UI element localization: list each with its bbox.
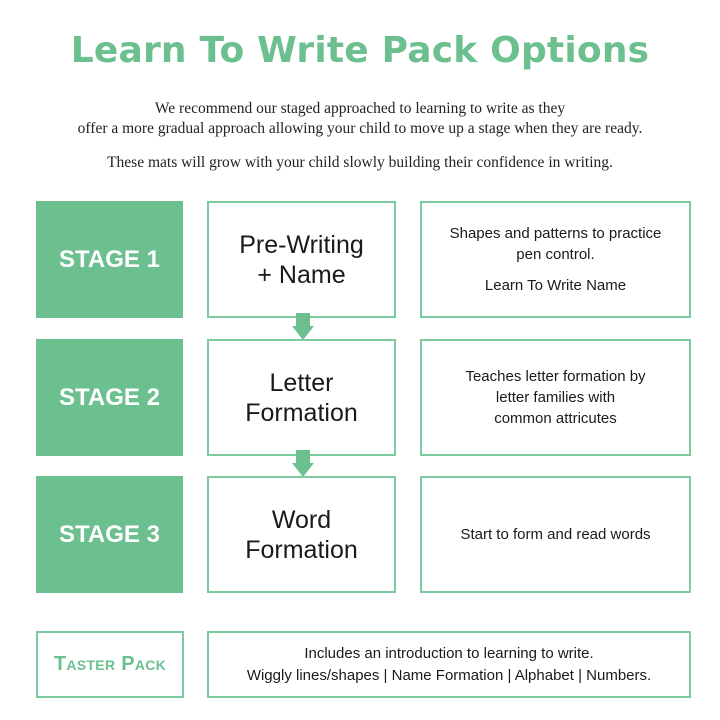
taster-pack-label: Taster Pack xyxy=(36,631,184,698)
stage-2-desc-line-3: common attricutes xyxy=(494,410,617,427)
stage-3-name: Word Formation xyxy=(207,476,396,593)
stage-2-description: Teaches letter formation by letter famil… xyxy=(420,339,691,456)
stage-1-desc-line-3: Learn To Write Name xyxy=(484,277,627,294)
down-arrow-icon xyxy=(292,313,314,341)
stage-1-desc-line-1: Shapes and patterns to practice xyxy=(449,225,662,242)
stage-3-name-line-1: Word xyxy=(271,505,332,534)
stage-2-label: STAGE 2 xyxy=(36,339,183,456)
stage-1-name-line-2: + Name xyxy=(257,260,346,289)
stage-2-desc-line-1: Teaches letter formation by xyxy=(465,368,646,385)
stage-1-name-line-1: Pre-Writing xyxy=(239,230,364,259)
stage-2-name-line-1: Letter xyxy=(269,368,334,397)
intro-line-2: offer a more gradual approach allowing y… xyxy=(77,120,643,137)
stage-1-name: Pre-Writing + Name xyxy=(207,201,396,318)
intro-text: We recommend our staged approached to le… xyxy=(20,99,700,139)
stage-1-label: STAGE 1 xyxy=(36,201,183,318)
stage-3-desc-line-1: Start to form and read words xyxy=(460,526,651,543)
taster-desc-line-2: Wiggly lines/shapes | Name Formation | A… xyxy=(246,666,652,684)
down-arrow-icon xyxy=(292,450,314,478)
stage-1-desc-line-2: pen control. xyxy=(516,246,595,263)
taster-pack-description: Includes an introduction to learning to … xyxy=(207,631,691,698)
stage-2-desc-line-2: letter families with xyxy=(495,389,616,406)
page-title: Learn To Write Pack Options xyxy=(70,30,650,71)
intro-line-1: We recommend our staged approached to le… xyxy=(154,100,566,117)
intro-line-3: These mats will grow with your child slo… xyxy=(107,154,613,171)
stage-1-description: Shapes and patterns to practice pen cont… xyxy=(420,201,691,318)
stage-2-name-line-2: Formation xyxy=(245,398,358,427)
stage-3-name-line-2: Formation xyxy=(245,535,358,564)
stage-2-name: Letter Formation xyxy=(207,339,396,456)
stage-3-label: STAGE 3 xyxy=(36,476,183,593)
stage-3-description: Start to form and read words xyxy=(420,476,691,593)
taster-desc-line-1: Includes an introduction to learning to … xyxy=(304,644,594,662)
